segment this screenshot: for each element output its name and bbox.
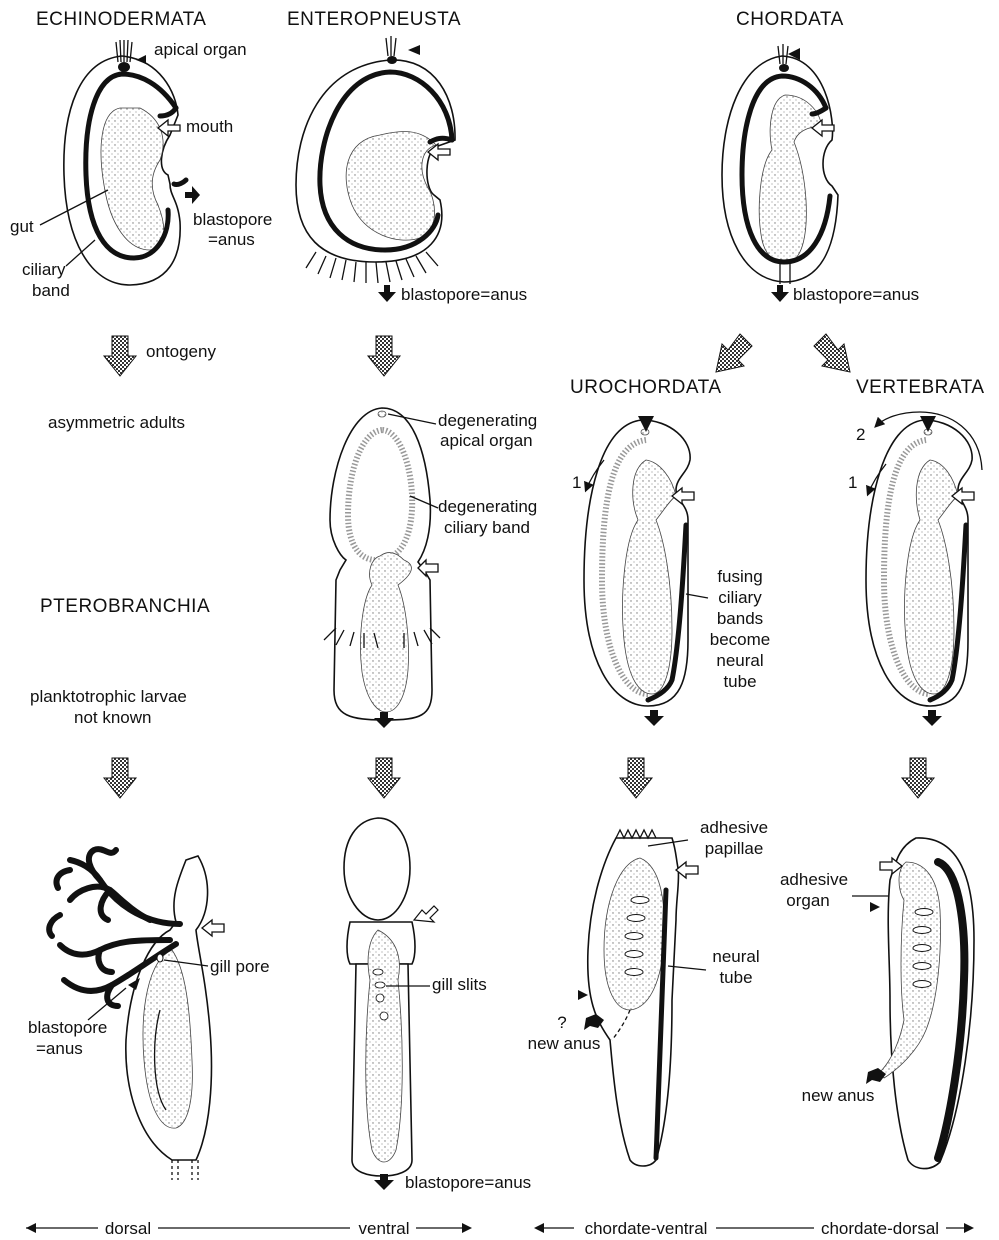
label-bands: bands [717, 609, 763, 628]
label-question: ? [557, 1013, 566, 1032]
urochordate-larva [584, 416, 708, 726]
label-eq-anus-2: =anus [36, 1039, 83, 1058]
axis-chordate-dorsal: chordate-dorsal [821, 1219, 939, 1238]
label-blastopore-2: blastopore [28, 1018, 107, 1037]
header-pterobranchia: PTEROBRANCHIA [40, 596, 210, 617]
label-organ: organ [786, 891, 829, 910]
label-asymmetric-adults: asymmetric adults [48, 413, 185, 432]
pterobranch-adult [49, 849, 224, 1180]
label-planktotrophic: planktotrophic larvae [30, 687, 187, 706]
header-chordata: CHORDATA [736, 9, 844, 30]
label-apical-organ: apical organ [154, 40, 247, 59]
urochordate-tadpole [578, 830, 706, 1166]
enteropneust-larva [296, 36, 455, 302]
label-gill-pore: gill pore [210, 957, 270, 976]
label-num-2: 2 [856, 425, 865, 444]
label-ciliary: ciliary [22, 260, 66, 279]
label-num-1a: 1 [572, 473, 581, 492]
enteropneust-juvenile [324, 408, 440, 728]
label-blastopore-anus-1: blastopore=anus [401, 285, 527, 304]
label-tube-2: tube [719, 968, 752, 987]
axis-ventral: ventral [358, 1219, 409, 1238]
label-papillae: papillae [705, 839, 764, 858]
label-num-1b: 1 [848, 473, 857, 492]
enteropneust-adult [344, 818, 438, 1190]
label-gut: gut [10, 217, 34, 236]
vertebrate-larva [866, 412, 982, 726]
label-blastopore-anus-3: blastopore=anus [405, 1173, 531, 1192]
label-ontogeny: ontogeny [146, 342, 216, 361]
label-blastopore-1: blastopore [193, 210, 272, 229]
label-neural-2: neural [712, 947, 759, 966]
label-degenerating-1: degenerating [438, 411, 537, 430]
label-new-anus-1: new anus [528, 1034, 601, 1053]
echinoderm-larva [40, 40, 200, 285]
label-blastopore-anus-2: blastopore=anus [793, 285, 919, 304]
label-tube: tube [723, 672, 756, 691]
label-adhesive-1: adhesive [700, 818, 768, 837]
header-echinodermata: ECHINODERMATA [36, 9, 206, 30]
chordate-larva [722, 44, 838, 302]
header-urochordata: UROCHORDATA [570, 377, 722, 398]
label-become: become [710, 630, 770, 649]
label-ciliary-band: ciliary band [444, 518, 530, 537]
axis-dorsal: dorsal [105, 1219, 151, 1238]
label-gill-slits: gill slits [432, 975, 487, 994]
label-apical-organ-2: apical organ [440, 431, 533, 450]
label-adhesive-2: adhesive [780, 870, 848, 889]
axis-chordate-ventral: chordate-ventral [585, 1219, 708, 1238]
label-ciliary-2: ciliary [718, 588, 762, 607]
label-mouth: mouth [186, 117, 233, 136]
label-degenerating-2: degenerating [438, 497, 537, 516]
header-enteropneusta: ENTEROPNEUSTA [287, 9, 461, 30]
development-arrows [104, 758, 934, 798]
label-not-known: not known [74, 708, 152, 727]
label-neural: neural [716, 651, 763, 670]
vertebrate-juvenile [852, 838, 974, 1169]
header-vertebrata: VERTEBRATA [856, 377, 985, 398]
blastopore-arrow [185, 186, 200, 204]
label-new-anus-2: new anus [802, 1086, 875, 1105]
label-eq-anus-1: =anus [208, 230, 255, 249]
label-band: band [32, 281, 70, 300]
label-fusing: fusing [717, 567, 762, 586]
